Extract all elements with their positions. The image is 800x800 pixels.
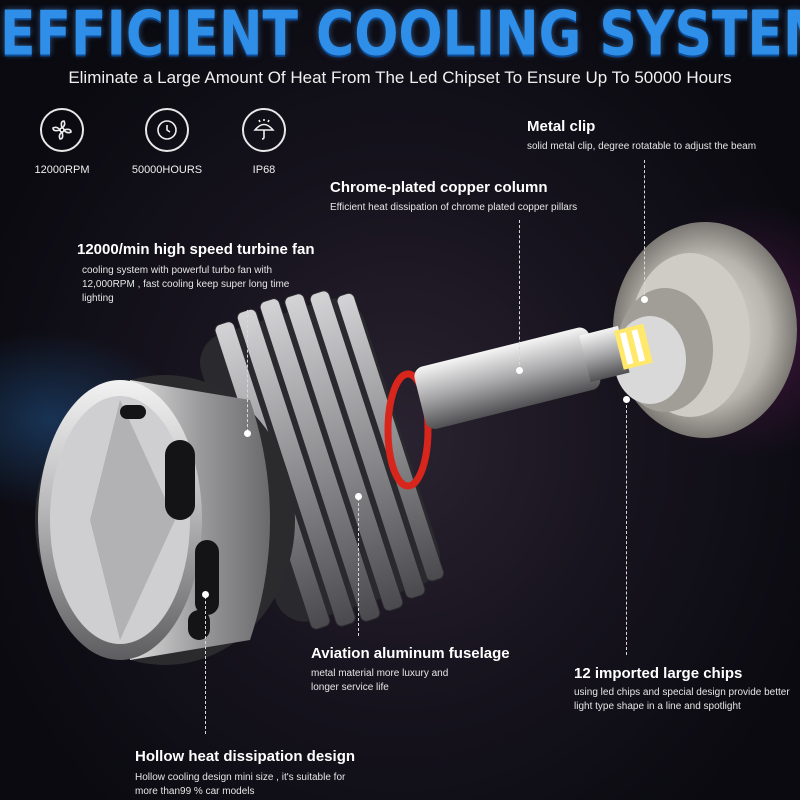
feature-rpm: 12000RPM (12, 108, 112, 176)
metal-clip-desc: solid metal clip, degree rotatable to ad… (527, 141, 757, 152)
page-subtitle: Eliminate a Large Amount Of Heat From Th… (68, 68, 732, 87)
page-title: EFFICIENT COOLING SYSTEM (0, 0, 800, 70)
aviation-desc: metal material more luxury and longer se… (311, 668, 449, 693)
copper-column-dot (516, 367, 523, 374)
copper-column-desc: Efficient heat dissipation of chrome pla… (330, 202, 578, 213)
red-o-ring (384, 370, 432, 490)
hollow-desc: Hollow cooling design mini size , it's s… (135, 772, 346, 797)
chips-title: 12 imported large chips (574, 665, 743, 682)
aviation-dot (355, 493, 362, 500)
feature-hours: 50000HOURS (117, 108, 217, 176)
turbine-fan-title: 12000/min high speed turbine fan (77, 241, 315, 258)
feature-rpm-label: 12000RPM (34, 164, 90, 176)
aviation-title: Aviation aluminum fuselage (311, 645, 510, 662)
copper-column (414, 323, 653, 429)
metal-clip-dot (641, 296, 648, 303)
feature-ip68: IP68 (214, 108, 314, 176)
chips-desc: using led chips and special design provi… (574, 687, 790, 712)
hollow-leader (205, 596, 206, 734)
copper-column-leader (519, 220, 520, 370)
aviation-leader (358, 498, 359, 636)
feature-ip68-label: IP68 (252, 164, 276, 176)
chips-dot (623, 396, 630, 403)
clock-icon (145, 108, 189, 152)
fan-icon (40, 108, 84, 152)
umbrella-icon (242, 108, 286, 152)
metal-clip-title: Metal clip (527, 118, 596, 135)
hollow-cap (35, 375, 295, 665)
turbine-fan-dot (244, 430, 251, 437)
turbine-fan-desc: cooling system with powerful turbo fan w… (82, 265, 290, 304)
metal-clip-leader (644, 160, 645, 300)
copper-column-title: Chrome-plated copper column (330, 179, 548, 196)
turbine-fan-leader (247, 310, 248, 432)
hollow-title: Hollow heat dissipation design (135, 748, 356, 765)
chips-leader (626, 400, 627, 655)
hollow-dot (202, 591, 209, 598)
feature-hours-label: 50000HOURS (131, 164, 203, 176)
